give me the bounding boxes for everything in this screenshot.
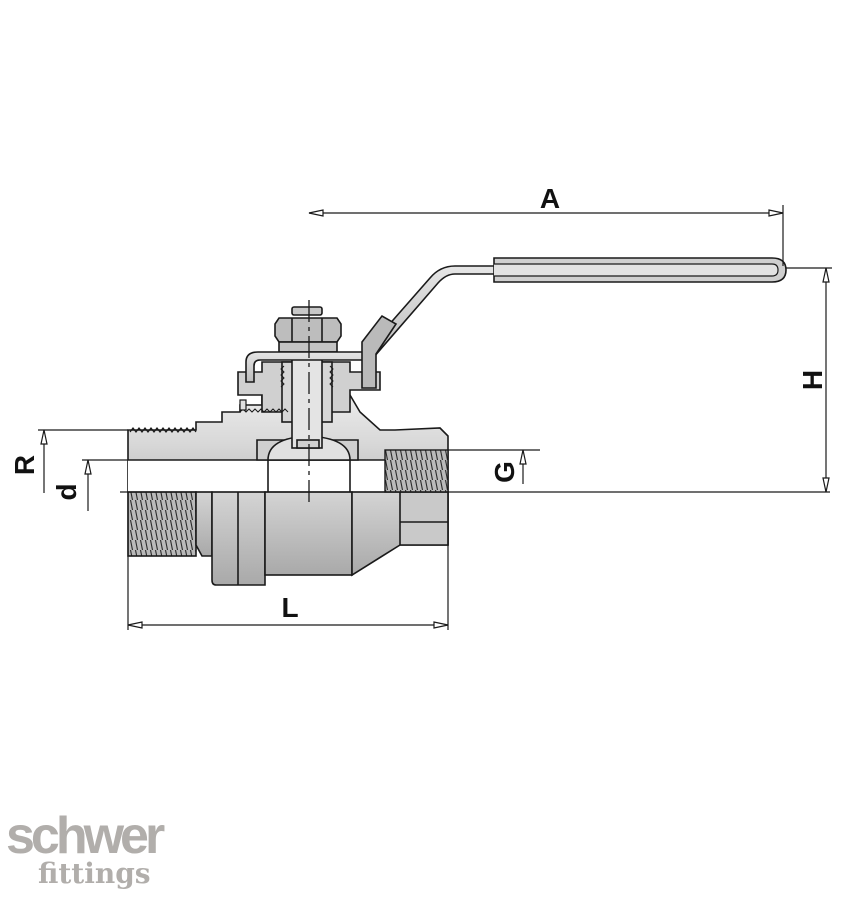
centerlines (120, 300, 830, 505)
set-screw (239, 399, 247, 411)
dim-label-L: L (281, 592, 298, 623)
valve-stem (280, 354, 334, 449)
logo-brand: schwer (6, 807, 165, 865)
dim-label-A: A (540, 183, 560, 214)
dim-label-H: H (797, 370, 828, 390)
female-thread (384, 449, 449, 493)
male-thread-top (129, 427, 197, 433)
logo-sub: fittings (38, 857, 151, 890)
dim-label-d: d (51, 483, 82, 500)
dim-label-G: G (489, 461, 520, 483)
dim-label-R: R (9, 455, 40, 475)
valve-body-exterior (127, 491, 449, 586)
lever-handle (245, 257, 787, 389)
dimension-lines (38, 205, 832, 630)
company-logo: schwer fittings (6, 807, 165, 890)
stem-nut (274, 306, 342, 353)
body-internal-thread (239, 408, 289, 413)
